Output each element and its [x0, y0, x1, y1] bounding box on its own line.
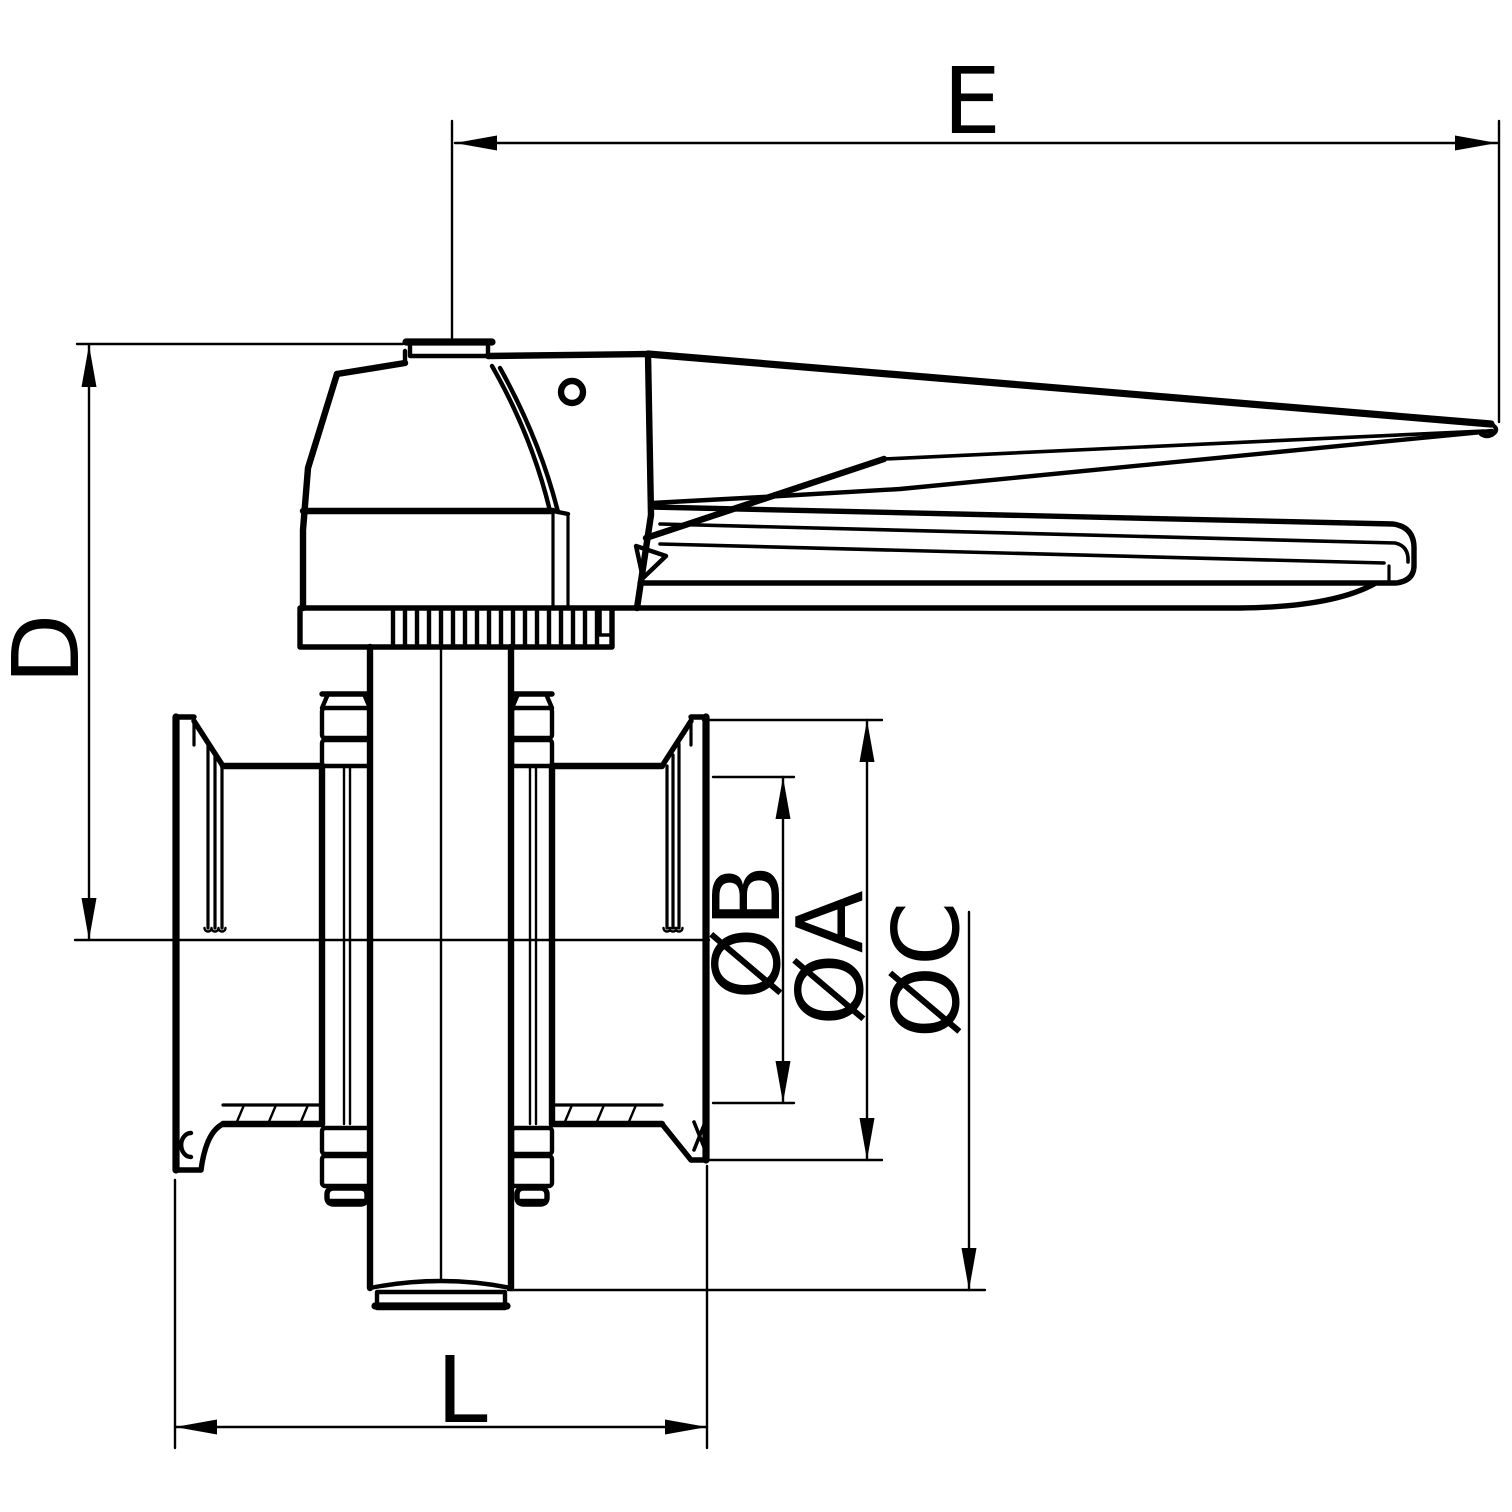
- left-ferrule: [172, 713, 326, 1174]
- dim-a-arrow-top: [859, 720, 875, 762]
- left-ferrule-groove-ends: [203, 926, 227, 933]
- right-joint-nut-row4: [509, 1153, 555, 1189]
- left-joint-nut-row3: [319, 1125, 373, 1157]
- dim-a-arrow-bottom: [859, 1118, 875, 1160]
- head-pin-hole: [557, 377, 587, 407]
- right-joint-nut-row1: [509, 705, 555, 741]
- dim-l-arrow-left: [175, 1419, 217, 1435]
- collar-right-step: [598, 609, 614, 637]
- dimension-dia-c: ØC: [506, 902, 987, 1292]
- stem: [366, 643, 515, 1311]
- right-ferrule-groove-ends: [662, 926, 684, 933]
- trigger-grip: [610, 504, 1417, 611]
- right-joint-nut-row3: [509, 1125, 555, 1157]
- dim-l-arrow-right: [665, 1419, 707, 1435]
- head-molding-curve-outer: [489, 363, 553, 514]
- head-top-edge-left: [333, 359, 409, 378]
- dim-b-arrow-top: [775, 777, 791, 819]
- dim-d-label: D: [0, 614, 100, 685]
- dim-c-label: ØC: [873, 902, 980, 1039]
- dim-e-arrow-right: [1455, 135, 1497, 151]
- head-molding-curve-inner: [497, 365, 561, 515]
- dim-d-arrow-top: [81, 345, 97, 387]
- serrated-collar: [297, 605, 615, 650]
- dimension-d: D: [0, 342, 405, 942]
- right-ferrule-taper: [659, 718, 694, 769]
- right-ferrule-bottom-taper: [659, 1121, 694, 1163]
- dim-a-label: ØA: [777, 890, 884, 1025]
- lever-tip: [1478, 421, 1499, 439]
- lever-bottom-edge: [649, 428, 1495, 506]
- left-joint-nut-row2: [319, 737, 373, 769]
- trigger-inner-line-1: [658, 522, 1410, 564]
- dim-e-arrow-left: [455, 135, 497, 151]
- dimension-l: L: [173, 1164, 709, 1450]
- dim-b-arrow-bottom: [775, 1061, 791, 1103]
- stem-bottom-chamfer: [367, 1278, 514, 1291]
- handle-lever: [642, 350, 1499, 542]
- head-division-end: [550, 508, 571, 517]
- dim-e-label: E: [943, 48, 1001, 155]
- collar-outline: [297, 605, 615, 650]
- left-joint-nut-row1: [319, 705, 373, 741]
- handle-head: [299, 338, 669, 612]
- head-top-edge-right: [484, 350, 652, 360]
- right-joint-nut-row2: [509, 737, 555, 769]
- trigger-outline: [637, 504, 1417, 586]
- right-pipe-section-ticks: [562, 1103, 638, 1126]
- head-left-edge: [299, 370, 341, 612]
- right-clamp-joint: [509, 691, 556, 1207]
- left-clamp-joint: [318, 691, 373, 1207]
- dim-c-arrow-bottom: [961, 1248, 977, 1290]
- left-ferrule-gasket-groove: [178, 1130, 194, 1160]
- collar-teeth: [390, 608, 600, 647]
- lever-top-edge: [644, 350, 1495, 428]
- dimension-dia-b: ØB: [694, 775, 801, 1105]
- right-ferrule: [548, 713, 710, 1164]
- lever-brace-upper: [882, 429, 1486, 461]
- trigger-pivot-lug: [633, 543, 669, 581]
- trigger-inner-line-2: [658, 542, 1386, 565]
- dim-b-label: ØB: [694, 864, 801, 1000]
- left-ferrule-bottom-lip-curve: [198, 1121, 226, 1173]
- dim-d-arrow-bottom: [81, 898, 97, 940]
- left-pipe-section-ticks: [234, 1103, 310, 1126]
- dimension-e: E: [450, 48, 1501, 424]
- dim-l-label: L: [436, 1337, 487, 1444]
- trigger-lower-lip: [610, 581, 1377, 611]
- dimension-dia-a: ØA: [701, 718, 884, 1162]
- right-ferrule-weld-hatch: [692, 1118, 708, 1154]
- left-joint-nut-row4: [319, 1153, 373, 1189]
